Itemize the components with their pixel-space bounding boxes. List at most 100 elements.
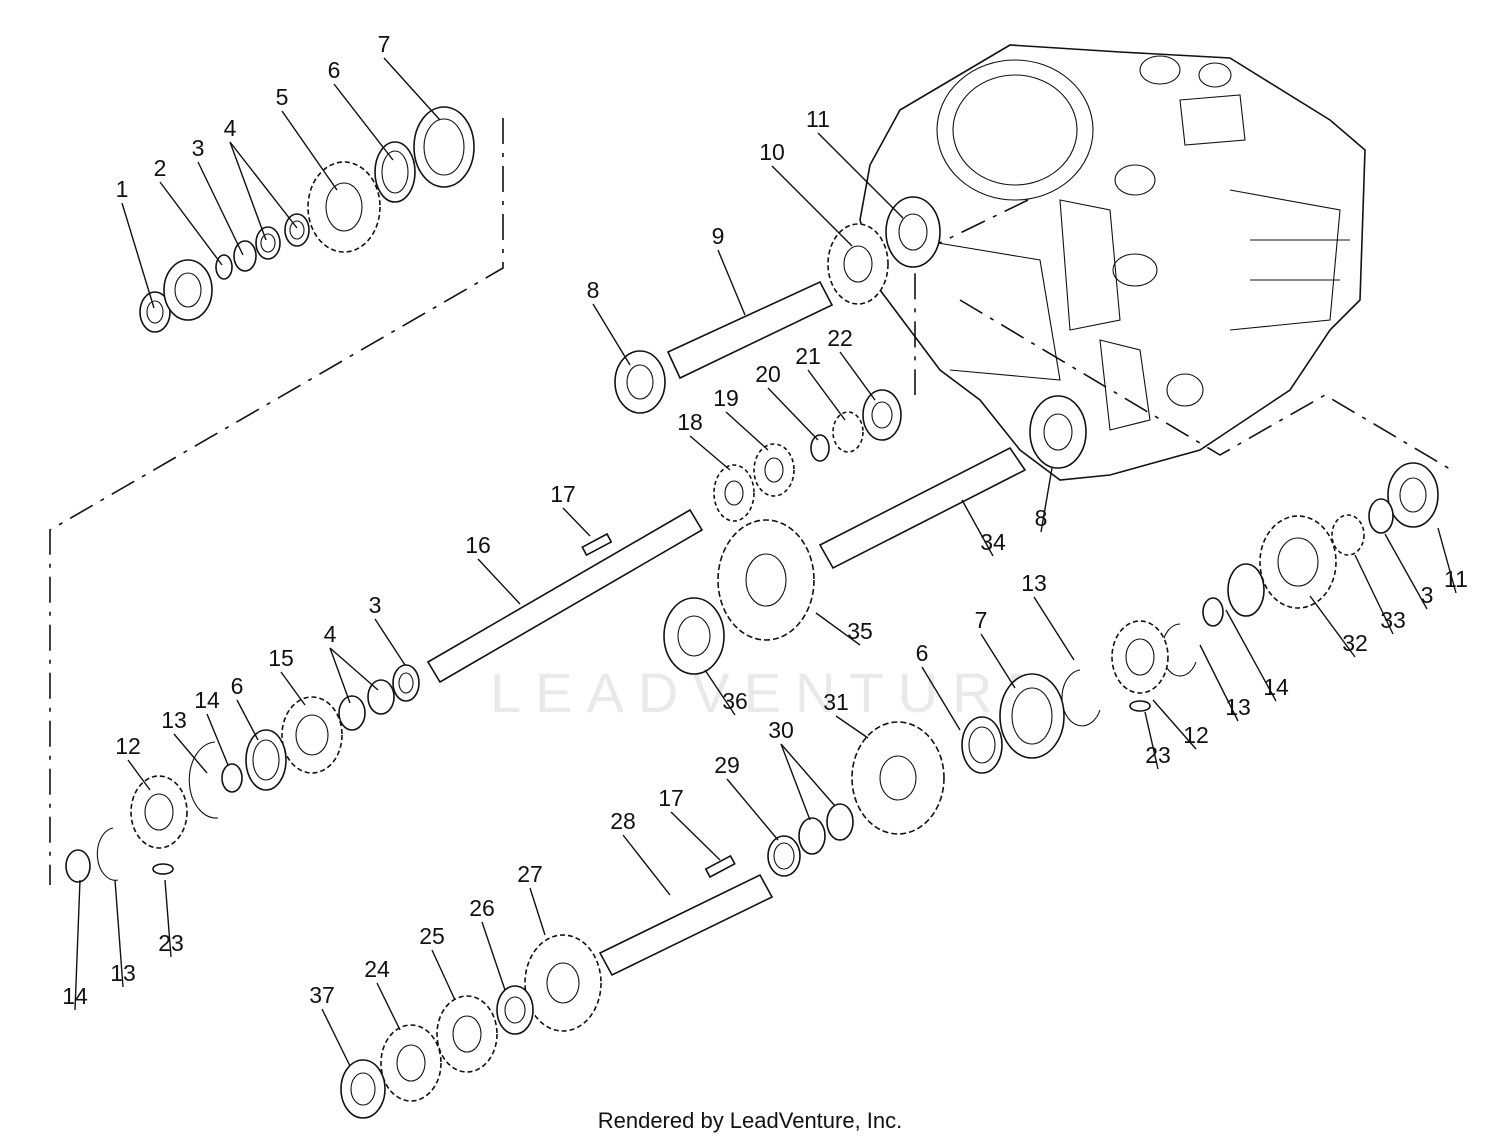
- watermark: LEADVENTURE: [490, 661, 1058, 724]
- callout-leader-line: [376, 982, 401, 1031]
- main-shaft-group: [65, 508, 704, 883]
- callout-leader-line: [670, 811, 721, 861]
- callout-leader-line: [689, 435, 731, 471]
- callout-leader-line: [383, 57, 441, 121]
- callout-leader-line: [1152, 699, 1197, 750]
- callout-label: 6: [231, 673, 244, 699]
- callout-leader-line: [839, 351, 876, 401]
- callout-label: 3: [192, 135, 205, 161]
- callout-leader-line: [431, 949, 456, 1001]
- callout-label: 24: [364, 956, 390, 982]
- callout-label: 16: [465, 532, 491, 558]
- callout-leader-line: [1144, 711, 1159, 770]
- callout-label: 31: [823, 689, 849, 715]
- callout-leader-line: [164, 879, 172, 958]
- callout-leader-line: [477, 558, 521, 605]
- callout-leader-line: [961, 499, 994, 557]
- callout-label: 13: [110, 960, 136, 986]
- callout-leader-line: [173, 733, 208, 774]
- callout-leader-line: [236, 699, 259, 741]
- callout-label: 8: [1035, 505, 1048, 531]
- callout-label: 5: [276, 84, 289, 110]
- callout-label: 13: [161, 707, 187, 733]
- callout-label: 28: [610, 808, 636, 834]
- callout-label: 7: [975, 607, 988, 633]
- callout-label: 25: [419, 923, 445, 949]
- input-gear-group: [139, 106, 475, 333]
- callout-leader-line: [280, 671, 306, 706]
- callout-label: 12: [115, 733, 141, 759]
- callout-leader-line: [1354, 554, 1394, 635]
- callout-leader-line: [127, 759, 151, 791]
- callout-leader-line: [767, 387, 819, 441]
- callout-label: 14: [194, 687, 220, 713]
- callout-leader-line: [815, 612, 861, 646]
- callout-label: 12: [1183, 722, 1209, 748]
- callout-label: 17: [658, 785, 684, 811]
- callout-leader-line: [529, 887, 546, 936]
- part-callouts: 1234567111098222120191817163415614131214…: [62, 31, 1468, 1067]
- callout-leader-line: [321, 1008, 351, 1067]
- callout-label: 22: [827, 325, 853, 351]
- callout-leader-line: [1033, 596, 1075, 661]
- callout-label: 3: [369, 592, 382, 618]
- upper-shaft-group: [614, 196, 941, 522]
- callout-label: 13: [1021, 570, 1047, 596]
- callout-label: 9: [712, 223, 725, 249]
- callout-leader-line: [1384, 533, 1428, 610]
- callout-label: 15: [268, 645, 294, 671]
- callout-leader-line: [481, 921, 506, 991]
- right-gear-group: [961, 462, 1439, 774]
- callout-leader-line: [726, 778, 779, 841]
- callout-leader-line: [780, 743, 811, 821]
- callout-label: 13: [1225, 694, 1251, 720]
- callout-label: 21: [795, 343, 821, 369]
- callout-label: 23: [1145, 742, 1171, 768]
- callout-leader-line: [329, 647, 351, 704]
- callout-leader-line: [229, 141, 267, 241]
- callout-leader-line: [622, 834, 671, 896]
- callout-leader-line: [121, 202, 155, 309]
- callout-label: 3: [1421, 582, 1434, 608]
- callout-leader-line: [717, 249, 746, 316]
- callout-leader-line: [780, 743, 836, 807]
- callout-label: 7: [378, 31, 391, 57]
- callout-leader-line: [921, 666, 961, 731]
- callout-label: 23: [158, 930, 184, 956]
- reference-lines: [49, 118, 1456, 885]
- callout-label: 30: [768, 717, 794, 743]
- callout-leader-line: [159, 181, 223, 266]
- callout-label: 6: [328, 57, 341, 83]
- callout-leader-line: [1199, 644, 1239, 722]
- callout-label: 33: [1380, 607, 1406, 633]
- callout-leader-line: [562, 507, 591, 537]
- callout-leader-line: [229, 141, 298, 229]
- callout-label: 27: [517, 861, 543, 887]
- callout-label: 2: [154, 155, 167, 181]
- credit-text: Rendered by LeadVenture, Inc.: [598, 1108, 903, 1133]
- callout-label: 19: [713, 385, 739, 411]
- callout-leader-line: [980, 633, 1016, 689]
- callout-leader-line: [333, 83, 394, 161]
- callout-label: 6: [916, 640, 929, 666]
- callout-leader-line: [197, 161, 244, 256]
- output-shaft-group: [663, 395, 1087, 675]
- callout-label: 1: [116, 176, 129, 202]
- callout-leader-line: [807, 369, 846, 421]
- callout-leader-line: [329, 647, 379, 691]
- callout-label: 34: [980, 529, 1006, 555]
- callout-leader-line: [1225, 609, 1277, 702]
- callout-label: 17: [550, 481, 576, 507]
- callout-label: 4: [324, 621, 337, 647]
- callout-leader-line: [835, 715, 869, 739]
- callout-leader-line: [725, 411, 769, 451]
- callout-label: 11: [806, 106, 830, 132]
- callout-label: 29: [714, 752, 740, 778]
- callout-label: 37: [309, 982, 335, 1008]
- callout-label: 32: [1342, 630, 1368, 656]
- callout-leader-line: [1437, 527, 1457, 594]
- callout-label: 14: [62, 983, 88, 1009]
- callout-label: 10: [759, 139, 785, 165]
- callout-leader-line: [592, 303, 631, 366]
